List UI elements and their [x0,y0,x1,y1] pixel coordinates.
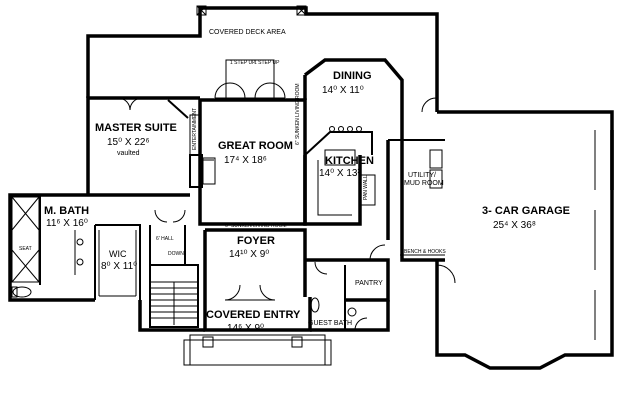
foyer-dim: 14¹⁰ X 9⁰ [229,249,269,260]
pan-wall-note: PAN WALL [363,175,369,200]
m-bath-wall [8,193,95,302]
utility-label-2: MUD ROOM [404,180,444,187]
toilet-tank [11,286,18,298]
washer [429,149,443,169]
master-suite-dim: 15⁰ X 22⁶ [107,137,150,148]
deck-door-swing [254,82,271,99]
pantry-door-swing [369,244,386,261]
guest-door-swing [354,317,368,331]
hall-note: 6' HALL [156,236,174,242]
entertainment-center [189,114,201,156]
pantry-label: PANTRY [355,280,383,287]
master-door-swing [129,97,143,111]
dining-dim: 14⁰ X 11⁰ [322,85,364,96]
wic-dim: 8⁰ X 11⁰ [101,261,137,272]
utility-wall [400,112,445,262]
bar-stool [329,126,335,132]
guest-bath-label: GUEST BATH [308,320,352,327]
down-note: DOWN [168,251,184,257]
sink [76,258,84,266]
kitchen-label: KITCHEN [325,155,374,167]
deck-post [296,5,307,16]
kitchen-dim: 14⁰ X 13² [319,168,361,179]
dining-wall [303,58,404,112]
hall-door-swing [314,261,328,275]
dining-label: DINING [333,70,372,82]
bar-stool [347,126,353,132]
deck-door-swing [269,82,286,99]
foyer-door-swing [154,209,168,223]
bar-stool [356,126,362,132]
covered-deck-label: COVERED DECK AREA [209,29,286,36]
master-suite-note: vaulted [117,150,140,157]
step-up-label: 1 STEP UP [230,60,256,66]
step-up [225,59,275,99]
refrigerator [359,174,376,206]
sink [76,238,84,246]
step-up-label: 1 STEP UP [254,60,280,66]
pantry-wall [305,258,390,302]
garage-dim: 25⁴ X 36⁸ [493,220,536,231]
deck-post [196,5,207,16]
shower-x [11,196,40,231]
hall-wall [138,300,205,332]
guest-bath-wall [310,300,390,332]
deck-door-swing [214,82,231,99]
kitchen-island [324,149,356,166]
garage-label: 3- CAR GARAGE [482,205,570,217]
m-bath-dim: 11⁶ X 16⁰ [46,218,88,229]
entry-post [291,336,303,348]
foyer-wall [205,228,307,297]
seat-note: SEAT [19,246,32,252]
stairs [149,264,199,328]
covered-entry-label: COVERED ENTRY [206,309,301,321]
master-hall-diag [167,99,189,119]
shower [11,196,40,283]
front-door-swing [259,284,276,301]
wic-label: WIC [109,249,127,259]
m-bath-label: M. BATH [44,205,89,217]
master-suite-wall [86,96,200,195]
foyer-door-swing [172,209,186,223]
guest-toilet [310,297,320,313]
front-door-swing [224,284,241,301]
covered-entry-dim: 14⁶ X 9⁰ [227,323,264,334]
hearth [202,157,216,185]
kitchen-counter [304,131,373,156]
deck-post [296,5,307,16]
great-room-dim: 17⁴ X 18⁶ [224,155,267,166]
garage-wall [435,110,614,370]
kitchen-counter [317,160,352,216]
deck-post [196,5,207,16]
covered-entry-wall [203,297,312,332]
dining-door-swing [421,97,437,113]
shower-x [11,249,40,283]
guest-sink [347,307,357,317]
entry-step [183,339,332,366]
foyer-label: FOYER [237,235,275,247]
master-suite-label: MASTER SUITE [95,122,177,134]
toilet [12,286,32,298]
deck-door-swing [229,82,246,99]
bar-stool [338,126,344,132]
entertainment-note: ENTERTAINMENT [192,108,198,150]
sunken-note-bottom: 6" SUNKEN LIVING ROOM [225,223,287,229]
garage-entry-swing [436,264,456,284]
master-door-swing [117,97,131,111]
sunken-note-side: 6" SUNKEN LIVING ROOM [295,83,301,145]
great-room-label: GREAT ROOM [218,140,293,152]
wic-wall [95,224,141,300]
utility-label: UTILITY/ [408,172,436,179]
entry-post [202,336,214,348]
dryer [429,169,443,189]
bench-note: BENCH & HOOKS [404,249,446,255]
